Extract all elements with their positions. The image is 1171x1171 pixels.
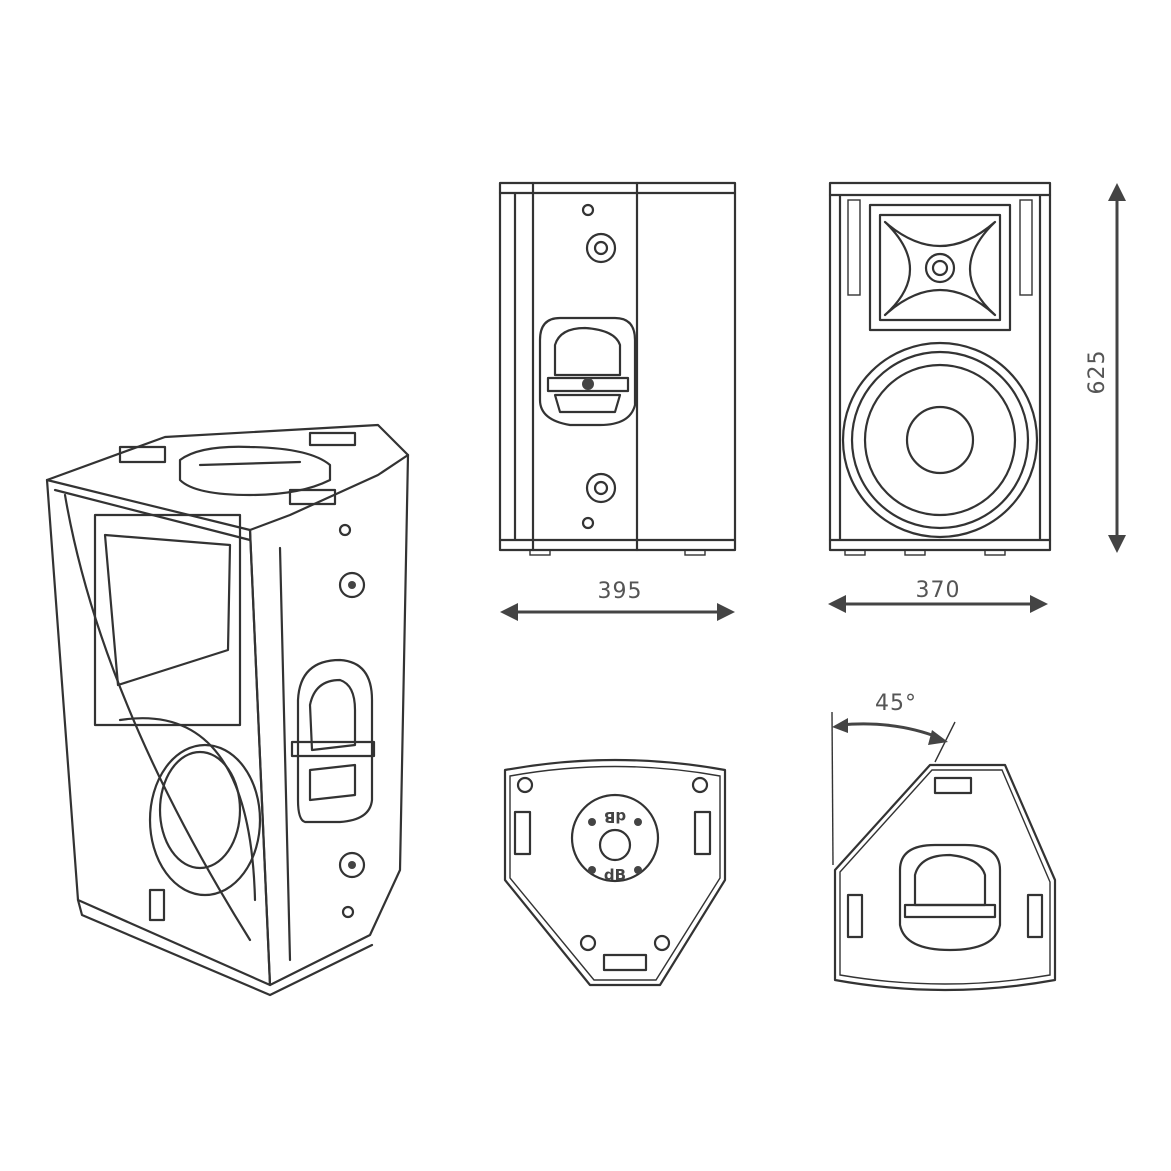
dimension-angle: 45°	[831, 691, 956, 866]
dimension-width: 370	[828, 578, 1048, 613]
width-label: 370	[916, 578, 961, 603]
depth-label: 395	[598, 579, 643, 604]
side-view	[498, 181, 737, 556]
logo-top: dB	[604, 808, 626, 826]
logo-bottom: dB	[604, 866, 626, 884]
front-view	[828, 181, 1052, 556]
isometric-view	[45, 423, 410, 997]
dimension-depth: 395	[500, 579, 735, 621]
height-label: 625	[1085, 350, 1110, 395]
top-view	[833, 763, 1057, 992]
dimension-height: 625	[1085, 183, 1126, 553]
angle-label: 45°	[875, 691, 917, 716]
bottom-view: dB dB	[503, 758, 727, 987]
